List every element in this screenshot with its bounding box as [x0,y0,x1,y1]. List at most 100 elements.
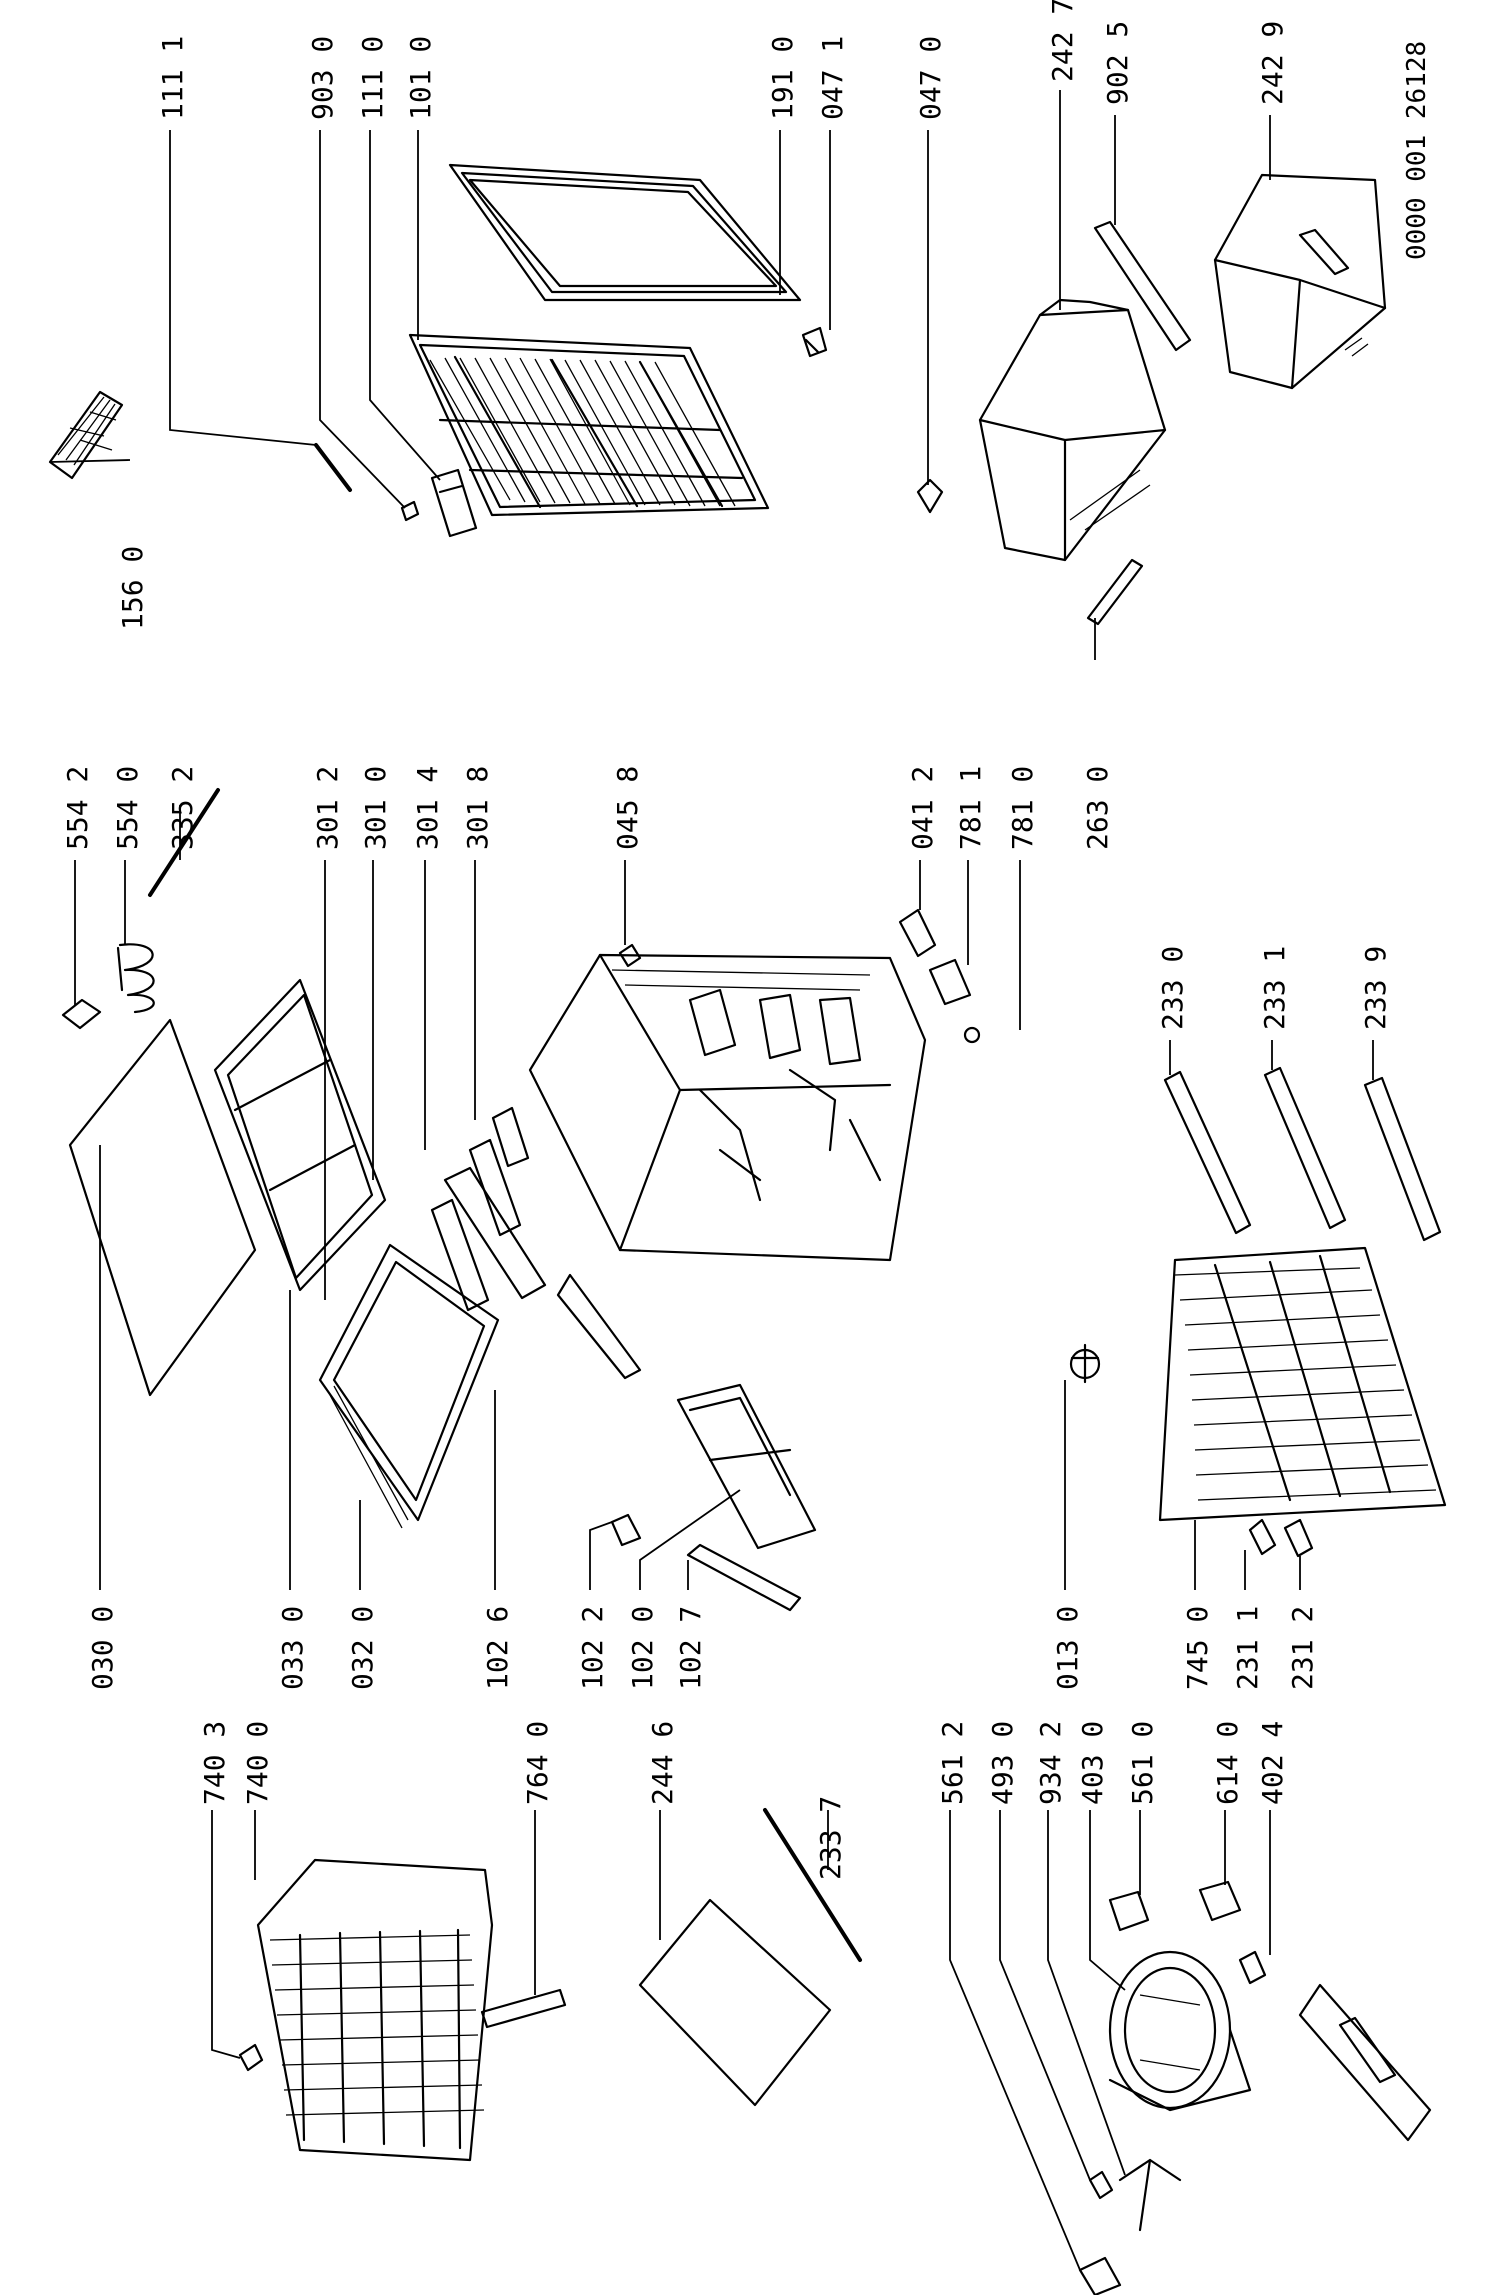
part-label: 032 0 [346,1606,379,1690]
part-label: 102 6 [481,1606,514,1690]
part-frame-032 [318,1243,500,1529]
part-label: 191 0 [766,36,799,120]
part-rail-301-8 [491,1106,530,1168]
part-label: 764 0 [521,1721,554,1805]
part-label: 156 0 [116,546,149,630]
part-rail-301-4 [468,1138,522,1237]
part-top-cover [68,1018,257,1397]
part-label: 781 0 [1006,766,1039,850]
part-label: 102 0 [626,1606,659,1690]
part-label: 740 0 [241,1721,274,1805]
part-rail-233-0 [1163,1070,1252,1235]
part-label: 902 5 [1101,21,1134,105]
part-label: 047 0 [914,36,947,120]
part-rail-233-9 [1363,1076,1442,1242]
part-label: 233 1 [1258,946,1291,1030]
part-number-labels: 111 1 903 0 111 0 101 0 191 0 047 1 047 … [61,0,1432,1880]
part-label: 614 0 [1211,1721,1244,1805]
part-compressor [1108,1950,1252,2112]
part-cabinet [528,953,927,1262]
part-foot-013 [1069,1343,1101,1384]
part-label: 231 2 [1286,1606,1319,1690]
part-drawer-242-9 [1213,173,1387,390]
part-pipe-934-2 [1118,2158,1182,2232]
part-base-plate [1298,1983,1432,2142]
part-rail-301-0 [443,1166,547,1300]
part-crisper-drawer [978,298,1167,562]
part-pin-045-8 [618,943,642,968]
part-label: 301 8 [461,766,494,850]
part-relay-614-0 [1198,1880,1242,1922]
part-clip-493-0 [1088,2170,1114,2200]
drawing-code: 0000 001 26128 [1402,41,1432,260]
part-label: 554 2 [61,766,94,850]
part-bracket-781-1 [928,958,972,1006]
part-label: 102 7 [674,1606,707,1690]
part-bracket-047-1 [801,326,828,358]
part-label: 745 0 [1181,1606,1214,1690]
part-plug-781-0 [963,1026,981,1044]
part-label: 041 2 [906,766,939,850]
part-spring-554-0 [116,943,155,1014]
part-drawings [48,163,1447,2295]
part-bracket-041-2 [898,908,937,958]
part-label: 111 1 [156,36,189,120]
part-wire-rack [1158,1246,1447,1522]
part-label: 231 1 [1231,1606,1264,1690]
part-label: 301 2 [311,766,344,850]
part-label: 740 3 [198,1721,231,1805]
part-knob-047-0 [916,478,944,514]
part-rail-263-0 [1086,558,1144,626]
part-rail-233-1 [1263,1066,1347,1230]
part-door-gasket [448,163,802,302]
part-label: 045 8 [611,766,644,850]
part-label: 047 1 [816,36,849,120]
part-label: 233 7 [814,1796,847,1880]
part-label: 554 0 [111,766,144,850]
part-label: 403 0 [1076,1721,1109,1805]
part-label: 301 0 [359,766,392,850]
part-label: 013 0 [1051,1606,1084,1690]
part-freezer-door [408,333,770,517]
part-relay-561-0 [1108,1890,1150,1932]
part-evaporator [256,1858,494,2162]
part-label: 244 6 [646,1721,679,1805]
part-clip-102-2 [610,1513,642,1547]
part-label: 101 0 [404,36,437,120]
part-label: 493 0 [986,1721,1019,1805]
part-shelf-tray-033 [213,978,387,1292]
part-clip-231-2 [1283,1518,1314,1558]
part-panel-244-6 [638,1898,832,2107]
part-bracket-561-2 [1078,2256,1122,2295]
part-label: 242 9 [1256,21,1289,105]
part-label: 781 1 [954,766,987,850]
part-hinge-111-0 [430,468,478,538]
part-door-bin-102-0 [676,1383,817,1550]
part-label: 102 2 [576,1606,609,1690]
part-label: 903 0 [306,36,339,120]
part-strip-233-7 [763,1808,862,1962]
part-label: 561 0 [1126,1721,1159,1805]
part-label: 561 2 [936,1721,969,1805]
part-label: 033 0 [276,1606,309,1690]
part-strip-111-1 [314,443,352,492]
part-label: 111 0 [356,36,389,120]
part-label: 335 2 [166,766,199,850]
part-label: 233 9 [1359,946,1392,1030]
part-clip-402-4 [1238,1950,1267,1985]
part-label: 402 4 [1256,1721,1289,1805]
part-clip-231-1 [1248,1518,1277,1556]
part-sensor-764-0 [480,1988,567,2029]
part-clip-740-3 [238,2043,264,2072]
part-ice-tray [48,390,124,480]
part-clip-554-2 [61,998,102,1030]
part-label: 233 0 [1156,946,1189,1030]
part-rail-902-5 [1093,220,1192,352]
part-label: 263 0 [1081,766,1114,850]
part-label: 242 7 [1046,0,1079,82]
leader-lines [49,90,1374,2271]
part-screw-903-0 [400,500,420,522]
part-hinge-102-6 [556,1273,642,1380]
part-hinge-102-7 [686,1543,802,1612]
